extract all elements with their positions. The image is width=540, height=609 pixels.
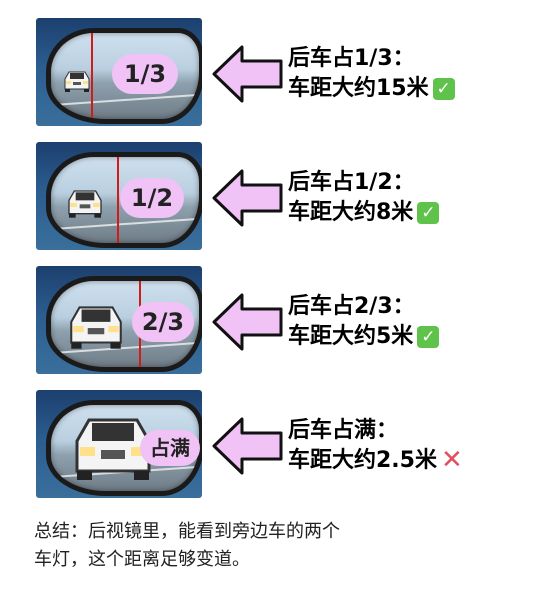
side-mirror — [46, 400, 202, 496]
rear-car-icon — [70, 306, 122, 349]
cross-icon: ✕ — [440, 445, 463, 475]
row-text: 后车占1/2： 车距大约8米✓ — [288, 168, 440, 228]
measure-line — [117, 157, 119, 243]
distance-row-3: 2/3 后车占2/3： 车距大约5米✓ — [0, 266, 540, 378]
occupancy-label: 后车占1/2： — [288, 170, 415, 195]
row-text: 后车占2/3： 车距大约5米✓ — [288, 292, 440, 352]
fraction-label: 1/2 — [120, 178, 184, 218]
distance-text: 车距大约8米 — [288, 200, 414, 225]
occupancy-label: 后车占满： — [288, 418, 399, 443]
fraction-label: 1/3 — [112, 54, 178, 94]
mirror-photo: 1/3 — [36, 18, 202, 126]
summary: 总结：后视镜里，能看到旁边车的两个 车灯，这个距离足够变道。 — [34, 518, 504, 574]
left-arrow-icon — [212, 293, 283, 351]
distance-row-4: 占满 后车占满： 车距大约2.5米✕ — [0, 390, 540, 502]
rear-car-icon — [68, 190, 102, 218]
distance-label: 车距大约15米✓ — [288, 74, 455, 104]
summary-line-2: 车灯，这个距离足够变道。 — [34, 549, 250, 570]
left-arrow-icon — [212, 169, 283, 227]
distance-text: 车距大约2.5米 — [288, 448, 437, 473]
summary-line-1: 总结：后视镜里，能看到旁边车的两个 — [34, 521, 340, 542]
distance-text: 车距大约5米 — [288, 324, 414, 349]
occupancy-label: 后车占2/3： — [288, 294, 415, 319]
left-arrow-icon — [212, 417, 283, 475]
mirror-photo: 2/3 — [36, 266, 202, 374]
mirror-photo: 占满 — [36, 390, 202, 498]
distance-label: 车距大约2.5米✕ — [288, 446, 463, 476]
distance-row-2: 1/2 后车占1/2： 车距大约8米✓ — [0, 142, 540, 254]
rear-car-icon — [64, 71, 90, 92]
left-arrow-icon — [212, 45, 283, 103]
measure-line — [91, 33, 93, 119]
road-marking — [51, 217, 199, 231]
distance-label: 车距大约8米✓ — [288, 198, 440, 228]
rear-car-icon — [75, 418, 151, 480]
road-marking — [51, 93, 199, 107]
mirror-photo: 1/2 — [36, 142, 202, 250]
row-text: 后车占1/3： 车距大约15米✓ — [288, 44, 455, 104]
check-icon: ✓ — [417, 326, 440, 348]
distance-label: 车距大约5米✓ — [288, 322, 440, 352]
row-text: 后车占满： 车距大约2.5米✕ — [288, 416, 463, 476]
distance-row-1: 1/3 后车占1/3： 车距大约15米✓ — [0, 18, 540, 130]
check-icon: ✓ — [432, 78, 455, 100]
fraction-label: 2/3 — [132, 302, 194, 342]
fraction-label: 占满 — [140, 430, 200, 466]
check-icon: ✓ — [417, 202, 440, 224]
occupancy-label: 后车占1/3： — [288, 46, 415, 71]
distance-text: 车距大约15米 — [288, 76, 429, 101]
